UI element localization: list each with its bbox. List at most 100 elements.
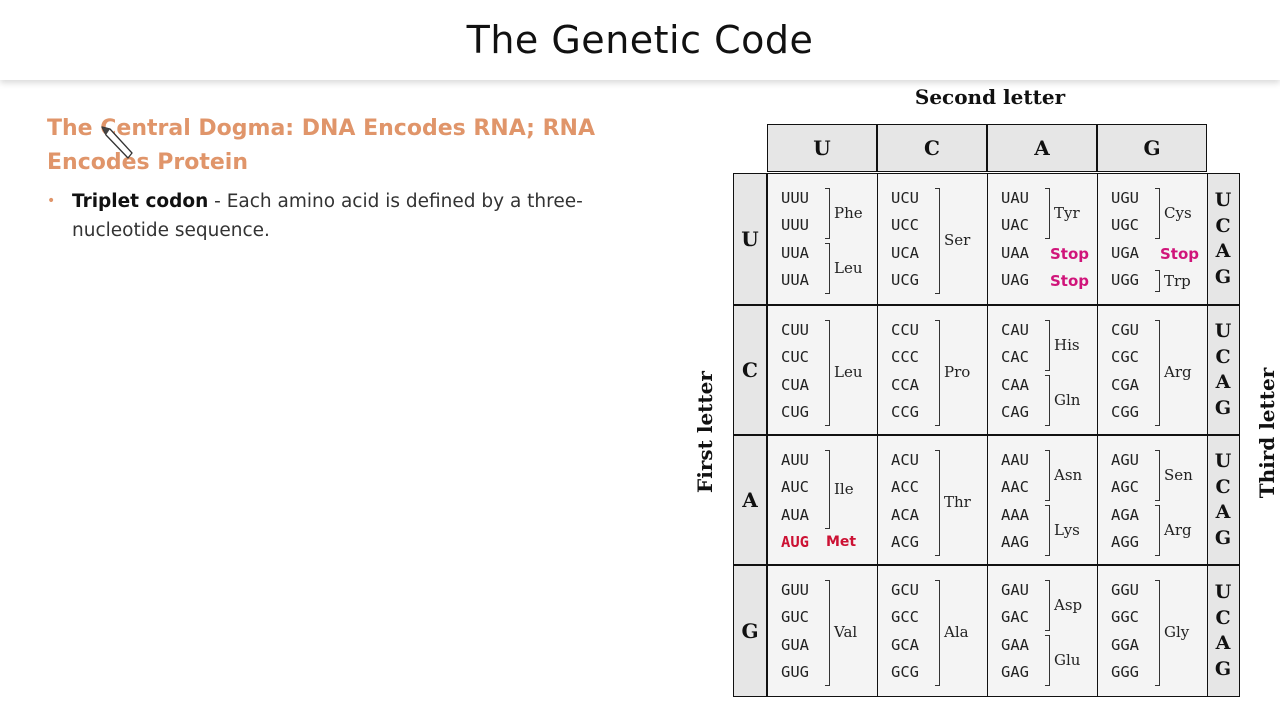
third-letter-c: C [1215,475,1231,498]
codon: GAG [1001,663,1029,681]
bracket [1045,375,1050,426]
amino-acid-label: Ala [944,623,969,641]
codon: ACU [891,451,919,469]
codon: UUA [781,244,809,262]
codon: AAC [1001,478,1029,496]
amino-acid-label: Stop [1050,272,1090,290]
codon: GCC [891,608,919,626]
codon: GUC [781,608,809,626]
title-bar: The Genetic Code [0,0,1280,80]
codon: UAA [1001,244,1029,262]
bracket [1155,580,1160,686]
bullet-term: Triplet codon [72,191,209,212]
bracket [1155,188,1160,239]
amino-acid-label: Ile [834,479,854,498]
third-letter-u: U [1214,188,1232,211]
codon: CGC [1111,348,1139,366]
codon: CCA [891,376,919,394]
third-letter-c: C [1215,214,1231,237]
amino-acid-label: Gly [1164,623,1190,641]
third-letter-a: A [1215,501,1231,524]
codon: AUU [781,451,809,469]
codon: UUU [781,216,809,234]
third-letter-a: A [1215,371,1231,394]
codon: AUC [781,478,809,496]
bracket [1155,320,1160,426]
first-letter-a: A [733,435,767,565]
bracket [825,320,830,426]
second-letter-a: A [987,124,1097,172]
pen-cursor-icon [101,126,133,159]
amino-acid-label: Tyr [1054,203,1080,222]
codon: GGC [1111,608,1139,626]
codon: CCG [891,403,919,421]
third-letter-a: A [1215,240,1231,263]
codon: AGA [1111,506,1139,524]
first-letter-label: First letter [693,371,717,493]
amino-acid-label: Gln [1054,390,1081,409]
bracket [1155,270,1160,292]
codon: GUG [781,663,809,681]
codon: UAC [1001,216,1029,234]
amino-acid-label: Stop [1050,245,1090,263]
codon: UCU [891,189,919,207]
codon: UCC [891,216,919,234]
codon: GCU [891,581,919,599]
codon: CGA [1111,376,1139,394]
bracket [1045,635,1050,686]
amino-acid-label: Asn [1054,465,1083,484]
codon: UUA [781,271,809,289]
amino-acid-label: Pro [944,363,971,381]
bracket [825,243,830,294]
codon: GUA [781,636,809,654]
amino-acid-label: Arg [1164,520,1192,539]
slide-title: The Genetic Code [466,18,814,62]
codon: CCU [891,321,919,339]
third-letter-u: U [1214,450,1232,473]
amino-acid-label: Leu [834,258,863,277]
third-letter-u: U [1214,580,1232,603]
codon: UAG [1001,271,1029,289]
codon: CUC [781,348,809,366]
codon: UCA [891,244,919,262]
bracket [1045,450,1050,501]
bracket [1045,580,1050,631]
codon: UGU [1111,189,1139,207]
third-letter-g: G [1214,396,1232,419]
second-letter-label: Second letter [914,85,1066,109]
bracket [935,450,940,556]
codon: AGC [1111,478,1139,496]
amino-acid-label: Sen [1164,465,1193,484]
section-heading: The Central Dogma: DNA Encodes RNA; RNA … [47,116,595,175]
bracket [935,188,940,294]
third-letter-u: U [1214,320,1232,343]
amino-acid-label: Glu [1054,650,1081,669]
codon: GAC [1001,608,1029,626]
codon: CAC [1001,348,1029,366]
codon: UAU [1001,189,1029,207]
codon: GGA [1111,636,1139,654]
codon: CUA [781,376,809,394]
amino-acid-label: Trp [1164,272,1191,290]
codon: UCG [891,271,919,289]
third-letter-a: A [1215,632,1231,655]
second-letter-u: U [767,124,877,172]
amino-acid-label: Met [826,534,857,550]
codon: CAA [1001,376,1029,394]
bracket [935,580,940,686]
codon: CAG [1001,403,1029,421]
amino-acid-label: Lys [1054,520,1080,539]
first-letter-u: U [733,173,767,305]
first-letter-c: C [733,305,767,435]
codon: AAG [1001,533,1029,551]
